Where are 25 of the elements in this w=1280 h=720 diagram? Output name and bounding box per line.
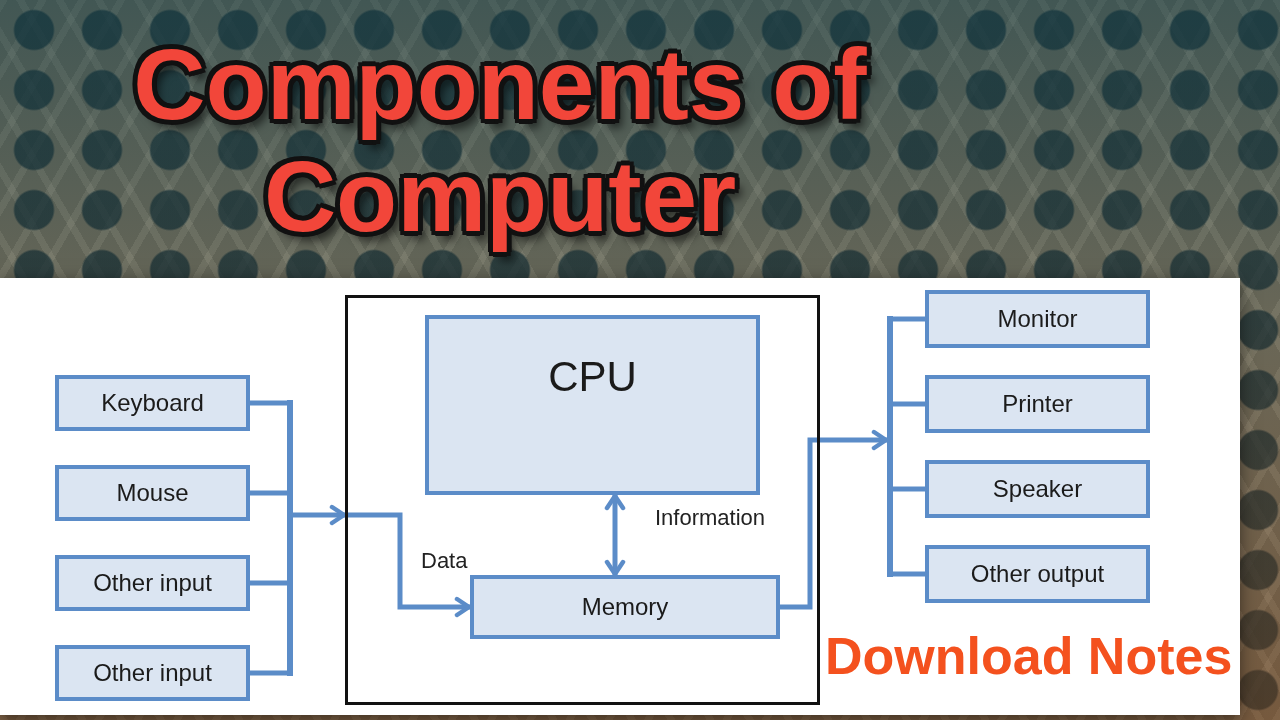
output-box: Monitor <box>925 290 1150 348</box>
input-box: Other input <box>55 645 250 701</box>
output-box: Other output <box>925 545 1150 603</box>
title: Components of Computer <box>132 28 868 252</box>
promo-text: Download Notes <box>825 628 1233 686</box>
connector-line <box>893 486 925 492</box>
connector-line <box>250 580 287 586</box>
output-box: Speaker <box>925 460 1150 518</box>
connector-line <box>250 670 287 676</box>
computer-box <box>345 295 820 705</box>
arrow <box>293 504 347 526</box>
input-box: Other input <box>55 555 250 611</box>
double-arrow <box>604 493 626 577</box>
arrow <box>780 429 889 610</box>
output-box: Printer <box>925 375 1150 433</box>
connector-line <box>893 571 925 577</box>
cpu-box: CPU <box>425 315 760 495</box>
input-box: Mouse <box>55 465 250 521</box>
connector-line <box>250 490 287 496</box>
memory-box: Memory <box>470 575 780 639</box>
connector-line <box>893 316 925 322</box>
connector-line <box>893 401 925 407</box>
input-box: Keyboard <box>55 375 250 431</box>
connector-line <box>250 400 287 406</box>
arrow <box>345 512 472 618</box>
